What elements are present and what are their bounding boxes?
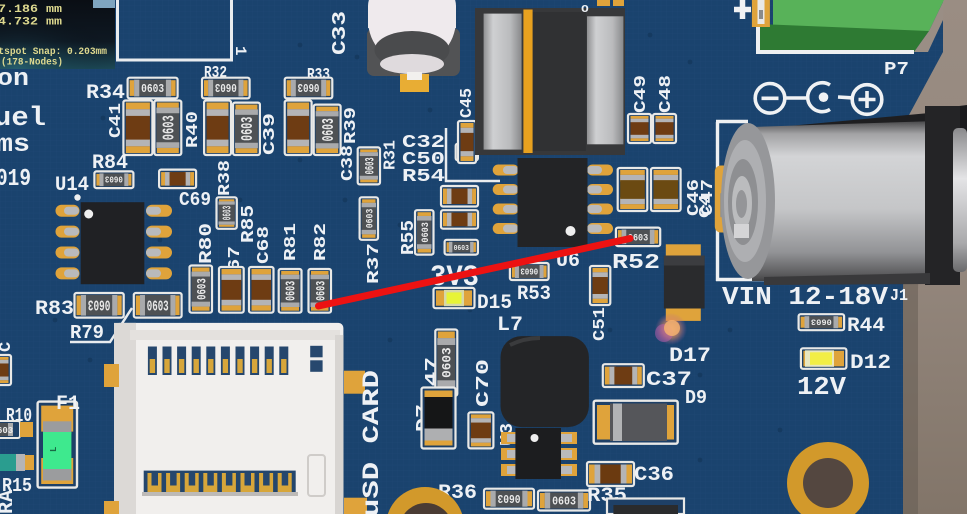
svg-text:1: 1 [231, 46, 249, 56]
svg-text:R81: R81 [282, 223, 301, 261]
svg-text:L7: L7 [497, 314, 523, 337]
svg-text:R34: R34 [86, 82, 125, 105]
svg-text:D17: D17 [669, 345, 711, 368]
svg-text:P7: P7 [884, 60, 909, 80]
svg-text:ms: ms [0, 130, 30, 159]
svg-text:C68: C68 [255, 226, 274, 264]
svg-text:603: 603 [0, 426, 13, 436]
svg-text:D12: D12 [850, 352, 891, 375]
svg-text:C: C [0, 342, 16, 352]
svg-text:R38: R38 [216, 160, 235, 196]
svg-text:o: o [581, 1, 589, 16]
svg-text:0603: 0603 [88, 295, 111, 311]
svg-text:C46: C46 [685, 179, 704, 216]
svg-text:R40: R40 [184, 111, 203, 148]
svg-text:C39: C39 [261, 113, 280, 155]
svg-text:R80: R80 [197, 223, 217, 264]
svg-text:C41: C41 [107, 103, 126, 138]
svg-text:R52: R52 [612, 252, 660, 275]
svg-text:U14: U14 [55, 174, 89, 197]
svg-text:64.732 mm: 64.732 mm [0, 17, 62, 29]
svg-text:0603: 0603 [319, 118, 338, 141]
svg-text:C47: C47 [699, 179, 718, 216]
svg-text:C33: C33 [329, 11, 351, 55]
svg-text:R39: R39 [342, 107, 361, 144]
svg-text:R31: R31 [382, 140, 401, 170]
svg-text:0603: 0603 [811, 316, 832, 326]
svg-text:C70: C70 [474, 359, 494, 407]
svg-text:F1: F1 [56, 393, 80, 416]
svg-text:C38: C38 [339, 145, 358, 181]
svg-text:0603: 0603 [159, 115, 178, 140]
svg-text:0603: 0603 [497, 491, 520, 504]
svg-text:0603: 0603 [141, 82, 164, 96]
svg-text:R82: R82 [312, 223, 331, 261]
svg-text:C51: C51 [591, 307, 610, 341]
svg-text:C48: C48 [657, 75, 676, 113]
svg-text:0603: 0603 [440, 347, 455, 378]
svg-text:C45: C45 [458, 88, 477, 118]
svg-text:12V: 12V [797, 372, 846, 402]
svg-text:R54: R54 [402, 167, 445, 187]
svg-text:0603: 0603 [285, 281, 300, 301]
svg-text:0603: 0603 [194, 278, 209, 300]
svg-text:0603: 0603 [420, 222, 432, 242]
svg-text:C36: C36 [634, 464, 674, 487]
svg-text:0603: 0603 [552, 495, 576, 508]
svg-text:uSD CARD: uSD CARD [359, 370, 385, 514]
svg-text:R37: R37 [365, 243, 384, 284]
svg-text:0603: 0603 [362, 157, 377, 174]
svg-text:R44: R44 [847, 315, 885, 338]
svg-text:uel: uel [0, 104, 46, 134]
svg-text:37.186 mm: 37.186 mm [0, 4, 62, 16]
svg-text:C49: C49 [632, 75, 651, 113]
svg-text:J1: J1 [890, 287, 908, 306]
svg-text:0603: 0603 [364, 209, 376, 228]
svg-text:R85: R85 [239, 205, 259, 243]
svg-text:0603: 0603 [520, 265, 538, 276]
svg-text:D9: D9 [685, 387, 707, 409]
svg-text:C32: C32 [402, 133, 445, 153]
svg-text:Hotspot Snap: 0.203mm: Hotspot Snap: 0.203mm [0, 47, 107, 58]
svg-text:0603: 0603 [215, 80, 237, 94]
svg-text:0603: 0603 [238, 117, 257, 141]
svg-text:C4: C4 [697, 194, 714, 218]
svg-text:0603: 0603 [105, 174, 123, 185]
svg-text:L: L [49, 447, 59, 452]
svg-text:VIN 12-18V: VIN 12-18V [722, 282, 888, 312]
svg-text:0603: 0603 [313, 281, 328, 301]
svg-text:0603: 0603 [454, 245, 470, 253]
svg-text:0603: 0603 [628, 232, 648, 244]
svg-text:0603: 0603 [221, 206, 235, 220]
svg-text:R79: R79 [70, 322, 104, 344]
svg-text:R84: R84 [92, 152, 128, 175]
svg-text:R15: R15 [2, 475, 32, 497]
svg-text:0603: 0603 [147, 299, 169, 315]
svg-text:C37: C37 [646, 369, 692, 392]
svg-text:R83: R83 [35, 298, 74, 321]
svg-text:C69: C69 [179, 189, 211, 211]
svg-text:D15: D15 [477, 292, 512, 315]
svg-text:(178-Nodes): (178-Nodes) [1, 57, 63, 69]
svg-text:RA: RA [0, 490, 19, 514]
svg-text:019: 019 [0, 166, 31, 193]
svg-text:0603: 0603 [298, 80, 320, 94]
svg-text:C50: C50 [402, 150, 445, 170]
svg-text:on: on [0, 66, 29, 93]
svg-text:R53: R53 [517, 283, 551, 306]
